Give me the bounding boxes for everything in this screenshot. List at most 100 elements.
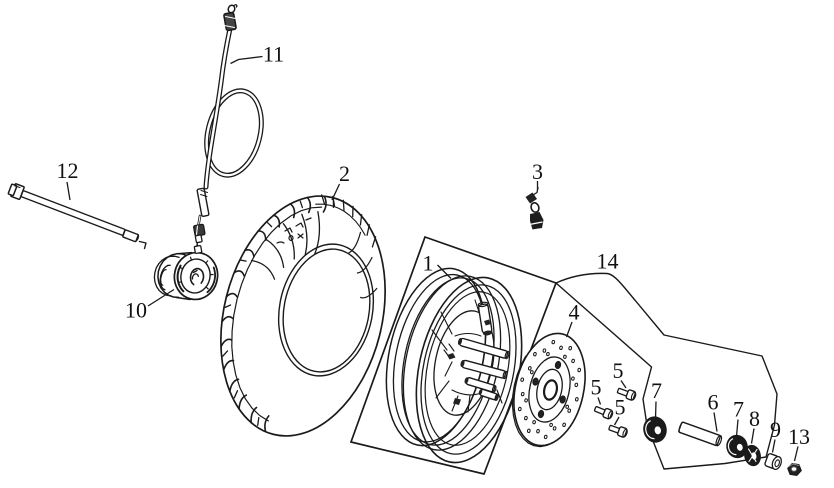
tire-stroke <box>229 378 240 392</box>
speedometer-cable-stroke <box>204 29 231 189</box>
brake-disc-stroke <box>536 429 540 434</box>
brake-disc-stroke <box>542 379 559 401</box>
callout-2: 3 <box>532 159 543 184</box>
axle-shaft-stroke <box>7 183 18 197</box>
disc-bolt-2-stroke <box>607 410 614 420</box>
wheel-rim-stroke <box>467 394 471 413</box>
tire <box>220 194 386 437</box>
rim-box-outline <box>349 235 558 476</box>
tire-stroke <box>371 236 377 248</box>
callout-1: 2 <box>339 161 350 186</box>
speedometer-cable <box>193 4 264 250</box>
bearing-left-stroke <box>645 420 655 440</box>
brake-disc-stroke <box>517 406 522 412</box>
brake-disc-stroke <box>524 415 528 421</box>
tire-stroke <box>231 206 323 422</box>
disc-bolt-1 <box>616 387 637 401</box>
speedometer-cable-stroke <box>194 234 203 244</box>
oil-seal-stroke <box>747 448 758 463</box>
speedometer-drive-stroke <box>153 255 180 297</box>
tire-stroke <box>272 214 281 228</box>
side-collar <box>764 453 782 471</box>
tire-stroke <box>299 200 304 209</box>
callouts: 1 2 3 4 5 5 5 6 7 7 8 9 10 11 12 13 14 <box>57 42 810 462</box>
leader-line-4 <box>565 321 573 338</box>
callout-9: 7 <box>733 397 744 422</box>
tire-stroke <box>314 211 321 255</box>
speedometer-cable-stroke <box>195 225 199 236</box>
leader-line-2 <box>331 183 341 201</box>
brake-disc-stroke <box>559 345 563 350</box>
tire-stroke <box>277 243 375 377</box>
tire-stroke <box>264 415 270 433</box>
wheel-rim-stroke <box>435 380 450 399</box>
wheel-rim-stroke <box>440 311 453 335</box>
axle-nut <box>787 462 802 477</box>
disc-bolt-1-stroke <box>630 391 637 401</box>
tire-stroke <box>366 224 370 236</box>
wheel-rim-stroke <box>454 332 482 337</box>
brake-disc-stroke <box>526 428 531 433</box>
leader-line-7a <box>654 401 657 420</box>
bearing-right <box>726 434 748 459</box>
speedometer-cable-stroke <box>224 16 236 28</box>
wheel-rim-stroke <box>477 301 489 308</box>
axle-spacer <box>678 421 723 447</box>
brake-disc-stroke <box>520 377 525 382</box>
speedometer-drive-stroke <box>180 258 211 294</box>
callout-7: 6 <box>708 390 719 415</box>
axle-spacer-stroke <box>678 421 684 433</box>
bearing-right-stroke <box>735 442 744 452</box>
speedometer-drive-stroke <box>189 267 205 286</box>
axle-shaft-stroke <box>122 229 139 243</box>
speedometer-drive-stroke <box>205 260 209 264</box>
wheel-rim-stroke <box>484 319 491 326</box>
axle-spacer-stroke <box>678 421 721 447</box>
bearing-left-stroke <box>653 425 663 436</box>
speedometer-drive-stroke <box>160 269 167 286</box>
brake-disc-stroke <box>565 404 570 409</box>
brake-disc-stroke <box>568 346 573 351</box>
brake-disc-stroke <box>536 368 563 411</box>
leader-line-6 <box>713 412 718 432</box>
brake-disc-stroke <box>567 408 572 413</box>
axle-shaft <box>7 183 147 250</box>
speedometer-drive-stroke <box>193 244 203 254</box>
axle-shaft-stroke <box>20 190 126 236</box>
brake-disc-stroke <box>542 348 547 353</box>
cable-clip-stroke <box>533 228 540 231</box>
tire-stroke <box>240 259 247 262</box>
speedometer-drive-stroke <box>192 269 198 274</box>
tire-stroke <box>288 235 294 242</box>
speedometer-drive <box>153 244 219 301</box>
axle-spacer-stroke <box>715 435 723 447</box>
brake-disc-stroke <box>571 376 575 381</box>
tire-stroke <box>224 304 232 309</box>
callout-4: 5 <box>613 358 624 383</box>
tire-stroke <box>276 241 285 244</box>
tire-stroke <box>265 238 285 269</box>
callout-16: 14 <box>597 249 619 274</box>
speedometer-drive-stroke <box>159 264 171 291</box>
cable-clip-stroke <box>529 221 543 226</box>
cable-clip-stroke <box>525 192 537 204</box>
side-collar-stroke <box>774 459 780 468</box>
leader-line-11 <box>230 55 263 65</box>
speedometer-drive-stroke <box>176 251 193 255</box>
brake-disc-stroke <box>532 377 539 386</box>
tire-stroke <box>221 315 234 323</box>
axle-shaft-stroke <box>14 185 21 189</box>
tire-stroke <box>233 390 239 399</box>
brake-disc-stroke <box>562 422 566 427</box>
leader-line-13 <box>793 446 799 462</box>
brake-disc-stroke <box>524 398 528 403</box>
tire-stroke <box>359 213 363 226</box>
wheel-rim <box>385 267 523 464</box>
speedometer-cable-stroke <box>193 223 206 237</box>
hub-subassembly-outline <box>555 272 778 470</box>
brake-disc-stroke <box>527 366 532 371</box>
tire-stroke <box>233 270 245 277</box>
wheel-rim-stroke <box>496 389 503 404</box>
speedometer-drive-stroke <box>191 273 200 280</box>
